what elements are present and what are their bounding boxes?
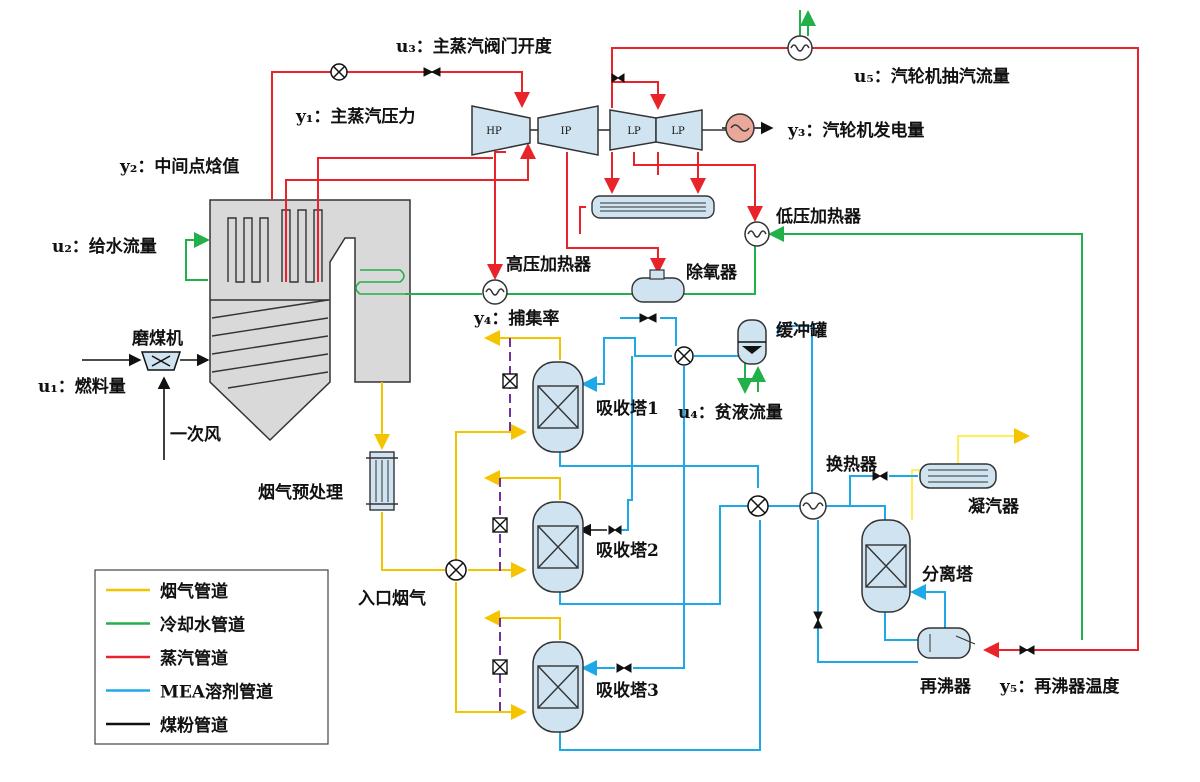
turbines: HP IP LP LP — [471, 105, 755, 156]
label-y2: y₂：中间点焓值 — [119, 156, 239, 177]
legend-label: 蒸汽管道 — [160, 648, 228, 669]
label-y3: y₃：汽轮机发电量 — [787, 120, 924, 141]
buffer-tank — [737, 319, 767, 365]
legend-label: 冷却水管道 — [160, 615, 245, 636]
lean-mixer-icon — [674, 346, 694, 366]
rich-mixer-icon — [747, 495, 769, 517]
turbine-lp2-label: LP — [671, 126, 685, 137]
label-u1: u₁：燃料量 — [38, 376, 126, 397]
coal-lines — [82, 121, 774, 537]
absorber-3 — [532, 641, 584, 733]
cooling-water-lines — [185, 10, 1083, 640]
heat-exchangers — [482, 35, 827, 520]
mixers — [330, 63, 769, 581]
deaerator — [631, 269, 685, 303]
label-u5: u₅：汽轮机抽汽流量 — [854, 66, 1010, 87]
reboiler — [917, 627, 976, 659]
absorber-1 — [532, 361, 584, 453]
valves — [423, 67, 1035, 673]
main-steam-valve-icon — [423, 67, 441, 77]
boiler — [209, 199, 411, 442]
absorber-2 — [532, 501, 584, 593]
label-y1: y₁：主蒸汽压力 — [295, 106, 415, 127]
label-absorber3: 吸收塔3 — [596, 680, 659, 701]
mea-solvent-lines — [559, 317, 946, 751]
absorber-columns — [532, 361, 584, 733]
legend-label: MEA溶剂管道 — [160, 682, 273, 703]
legend-label: 烟气管道 — [160, 581, 228, 602]
label-y4: y₄：捕集率 — [473, 308, 559, 329]
steam-lines — [271, 47, 1139, 658]
lp-heater-bank — [591, 195, 715, 219]
label-condenser: 凝汽器 — [968, 496, 1020, 517]
turbine-hp-label: HP — [486, 126, 502, 137]
label-y5: y₅：再沸器温度 — [999, 676, 1120, 697]
turbine-hp — [471, 105, 531, 156]
label-buffer-tank: 缓冲罐 — [776, 320, 827, 341]
condenser — [919, 463, 997, 489]
label-heat-exchanger: 换热器 — [826, 454, 878, 475]
legend-label: 煤粉管道 — [160, 715, 228, 736]
valve-actuator-icon — [330, 63, 348, 81]
sampling-points — [492, 373, 518, 675]
lean-rich-hx-icon — [799, 492, 827, 520]
flue-gas-pretreat — [366, 451, 398, 511]
coal-mill — [140, 351, 182, 371]
label-u2: u₂：给水流量 — [52, 236, 157, 257]
labels: u₃：主蒸汽阀门开度 y₁：主蒸汽压力 y₂：中间点焓值 u₂：给水流量 磨煤机… — [38, 36, 1120, 701]
label-primary-air: 一次风 — [170, 424, 221, 445]
turbine-lp2 — [655, 109, 703, 151]
lp-valve-icon — [611, 73, 625, 83]
flue-gas-lines — [374, 330, 1030, 720]
label-coal-mill: 磨煤机 — [132, 328, 183, 349]
turbine-lp1-label: LP — [627, 126, 641, 137]
flue-splitter-icon — [445, 559, 467, 581]
label-hp-heater: 高压加热器 — [506, 254, 592, 275]
label-separator: 分离塔 — [922, 564, 974, 585]
turbine-ip-label: IP — [561, 126, 572, 137]
lp-heater-icon — [744, 221, 770, 247]
label-u3: u₃：主蒸汽阀门开度 — [396, 36, 553, 57]
hp-heater-icon — [482, 279, 508, 305]
label-deaerator: 除氧器 — [686, 262, 738, 283]
label-absorber1: 吸收塔1 — [596, 398, 659, 419]
label-absorber2: 吸收塔2 — [596, 540, 659, 561]
label-lp-heater: 低压加热器 — [775, 206, 862, 227]
label-reboiler: 再沸器 — [920, 676, 972, 697]
label-flue-pretreat: 烟气预处理 — [258, 482, 343, 503]
separator-column — [861, 519, 911, 613]
label-inlet-flue: 入口烟气 — [358, 588, 426, 609]
turbine-ip — [537, 105, 599, 156]
extraction-hx-icon — [787, 35, 813, 61]
label-u4: u₄：贫液流量 — [678, 402, 783, 423]
